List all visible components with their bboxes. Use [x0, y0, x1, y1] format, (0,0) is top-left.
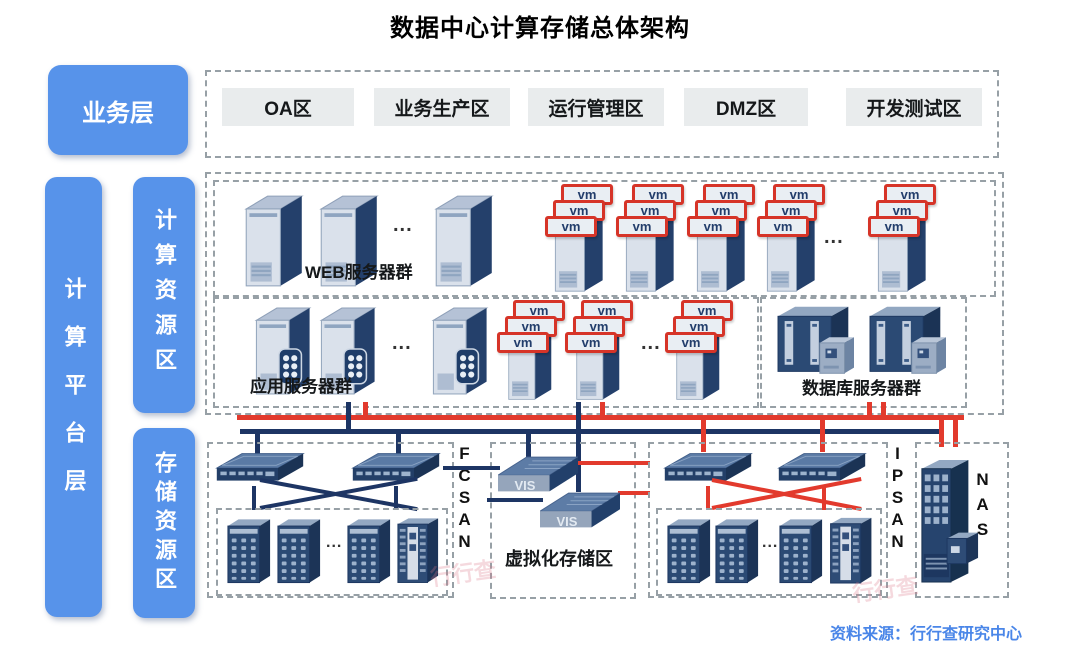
vm-badge: vm	[545, 216, 597, 237]
ipsan-section-box	[648, 442, 888, 598]
layer-compute-resource: 计算资源区	[133, 177, 195, 413]
navy-link	[487, 498, 543, 502]
vm-stack: vm vm vm	[687, 184, 757, 240]
zone-devtest: 开发测试区	[846, 88, 982, 126]
red-link	[953, 420, 958, 447]
red-link	[701, 420, 706, 452]
vm-stack: vm vm vm	[497, 300, 567, 356]
vm-badge: vm	[681, 300, 733, 321]
layer-storage-resource: 存储资源区	[133, 428, 195, 618]
business-zones-box	[205, 70, 999, 158]
fcsan-array-box	[216, 508, 448, 596]
red-link	[867, 402, 872, 415]
ip-switch-icon	[662, 450, 754, 486]
tower-server-icon	[433, 194, 495, 288]
nas-label: NAS	[973, 470, 992, 545]
zone-production: 业务生产区	[374, 88, 510, 126]
vm-badge: vm	[616, 216, 668, 237]
layer-business: 业务层	[48, 65, 188, 155]
nas-device-icon	[918, 452, 980, 590]
red-link	[618, 491, 650, 495]
storage-array-icon	[226, 516, 272, 584]
page-title: 数据中心计算存储总体架构	[390, 15, 690, 42]
red-link	[363, 402, 368, 415]
storage-array-icon	[714, 516, 760, 584]
vm-stack: vm vm vm	[545, 184, 615, 240]
red-link	[820, 420, 825, 452]
tower-server-icon	[243, 194, 305, 288]
storage-array-icon	[346, 516, 392, 584]
app-row-box	[213, 297, 759, 408]
vm-badge: vm	[868, 216, 920, 237]
ellipsis: ...	[641, 332, 661, 354]
red-link	[939, 420, 944, 447]
navy-link	[396, 434, 401, 454]
navy-link	[346, 402, 351, 429]
virtual-zone-label: 虚拟化存储区	[505, 549, 613, 569]
zone-operation: 运行管理区	[528, 88, 664, 126]
fcsan-section-box	[207, 442, 454, 598]
red-link	[881, 402, 886, 415]
navy-bus-line	[240, 429, 940, 434]
vm-badge: vm	[497, 332, 549, 353]
navy-link	[394, 486, 398, 510]
fcsan-label: FCSAN	[455, 444, 474, 554]
rack-server-icon	[772, 303, 860, 379]
vm-stack: vm vm vm	[616, 184, 686, 240]
vm-stack: vm vm vm	[565, 300, 635, 356]
navy-link	[526, 434, 531, 460]
ipsan-array-box	[656, 508, 882, 596]
vis-device-label: VIS	[514, 478, 536, 493]
storage-array-icon	[276, 516, 322, 584]
vm-stack: vm vm vm	[665, 300, 735, 356]
layer-compute-platform: 计算平台层	[45, 177, 102, 617]
ellipsis: ...	[326, 534, 343, 551]
vm-badge: vm	[757, 216, 809, 237]
ellipsis: ...	[392, 332, 412, 354]
ellipsis: ...	[824, 226, 844, 248]
db-group-label: 数据库服务器群	[802, 379, 921, 398]
source-note: 资料来源：行行查研究中心	[829, 626, 1022, 643]
storage-array-icon	[666, 516, 712, 584]
storage-array-icon	[778, 516, 824, 584]
ipsan-label: IPSAN	[888, 444, 907, 554]
vm-badge: vm	[565, 332, 617, 353]
red-link	[822, 486, 826, 510]
rack-server-icon	[864, 303, 952, 379]
vm-badge: vm	[703, 184, 755, 205]
red-link	[576, 461, 650, 465]
navy-link	[252, 486, 256, 510]
navy-link	[255, 434, 260, 454]
vm-badge: vm	[687, 216, 739, 237]
nas-section-box	[915, 442, 1009, 598]
zone-dmz: DMZ区	[684, 88, 808, 126]
ellipsis: ...	[762, 534, 779, 551]
vm-badge: vm	[665, 332, 717, 353]
zone-oa: OA区	[222, 88, 354, 126]
ellipsis: ...	[393, 214, 413, 236]
red-bus-line	[237, 415, 964, 420]
web-row-box	[213, 180, 996, 297]
app-server-icon	[430, 306, 490, 396]
virtual-storage-box	[490, 442, 636, 599]
vm-badge: vm	[505, 316, 557, 337]
db-group-box	[760, 297, 967, 408]
vm-stack: vm vm vm	[868, 184, 938, 240]
red-link	[706, 486, 710, 510]
navy-link	[443, 466, 500, 470]
red-link	[600, 402, 605, 415]
app-group-label: 应用服务器群	[250, 377, 352, 396]
navy-link	[576, 402, 581, 492]
vm-badge: vm	[632, 184, 684, 205]
vis-device-label: VIS	[556, 514, 578, 529]
web-group-label: WEB服务器群	[305, 263, 413, 282]
vm-stack: vm vm vm	[757, 184, 827, 240]
